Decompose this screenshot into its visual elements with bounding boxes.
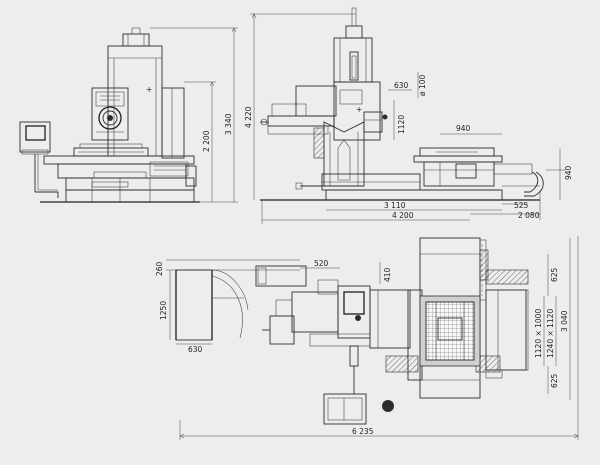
plan-control-pendant xyxy=(323,393,394,425)
dim-overhang: 525 xyxy=(514,201,529,210)
side-column: + xyxy=(333,7,381,141)
dim-table-offset: 940 xyxy=(456,124,471,133)
dim-diameter-100: ø 100 xyxy=(418,74,427,96)
plan-drive-gearing xyxy=(479,249,529,379)
dim-overall-length: 4 200 xyxy=(392,211,414,220)
side-support-structure xyxy=(313,111,388,187)
svg-text:+: + xyxy=(146,85,152,94)
plan-spindle-assembly xyxy=(262,279,411,394)
plan-view-dimensions: 6 235 3 040 625 1120 × 1000 1240 × 1120 … xyxy=(179,236,579,440)
side-elevation-view: + xyxy=(244,7,573,224)
dim-cabinet-depth: 260 xyxy=(155,261,164,276)
dim-table-size-b: 1240 × 1120 xyxy=(546,309,555,358)
plan-view: 260 1250 630 520 410 xyxy=(155,236,579,440)
dim-overall-height: 3 340 xyxy=(224,113,233,135)
control-pendant xyxy=(19,121,59,198)
svg-text:+: + xyxy=(356,105,362,114)
dim-door-width: 630 xyxy=(188,345,203,354)
rotary-table-front xyxy=(73,143,149,157)
dim-plan-overall-depth: 3 040 xyxy=(560,310,569,332)
dim-table-height: 940 xyxy=(564,165,573,180)
side-base xyxy=(260,173,540,201)
dim-side-overall-height: 4 220 xyxy=(244,106,253,128)
dim-table-length: 2 080 xyxy=(518,211,540,220)
dim-offset-630: 630 xyxy=(394,81,409,90)
machine-column: + xyxy=(107,27,185,159)
dim-table-size-a: 1120 × 1000 xyxy=(534,309,543,358)
dim-cabinet-gap: 410 xyxy=(383,267,392,282)
front-elevation-view: + xyxy=(19,27,238,203)
front-view-dimensions: 3 340 2 200 xyxy=(150,27,238,203)
dim-door-height: 1250 xyxy=(159,301,168,320)
plan-rotary-table xyxy=(419,295,481,367)
dim-column-height: 2 200 xyxy=(202,130,211,152)
dim-travel-top: 625 xyxy=(550,267,559,282)
dim-cabinet-width: 520 xyxy=(314,259,329,268)
dim-travel-bottom: 625 xyxy=(550,373,559,388)
side-spindle-ram xyxy=(260,85,337,135)
dim-head-height: 1120 xyxy=(397,115,406,134)
side-view-dimensions: 4 220 630 ø 100 1120 940 940 3 110 525 4… xyxy=(244,13,573,224)
dim-plan-overall-length: 6 235 xyxy=(352,427,374,436)
spindle-head xyxy=(91,87,129,141)
machine-bed-front xyxy=(40,155,200,203)
side-table xyxy=(413,147,544,197)
dim-base-length: 3 110 xyxy=(384,201,406,210)
electrical-cabinet: 260 1250 630 520 410 xyxy=(155,259,392,354)
